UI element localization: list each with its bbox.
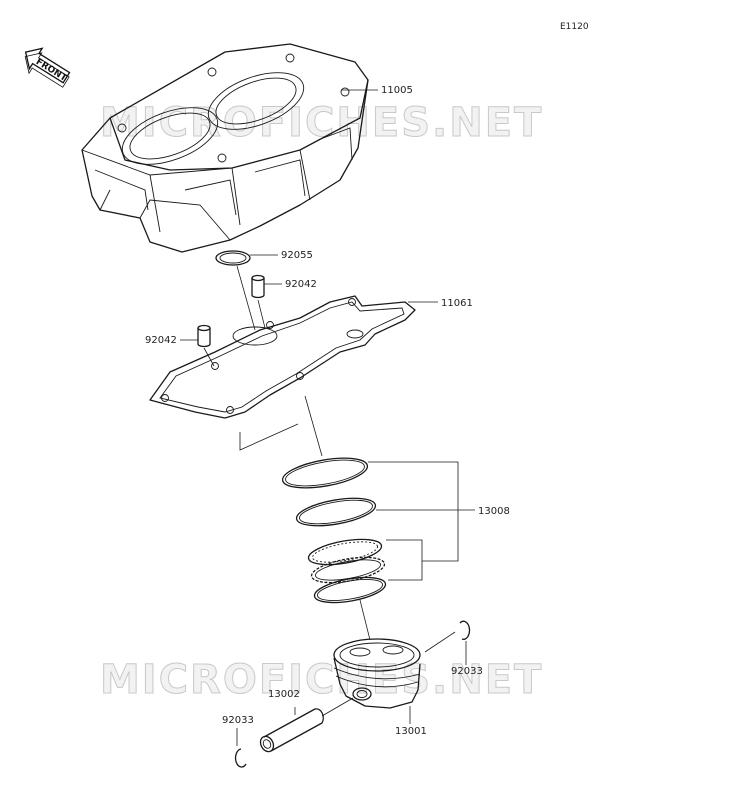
watermark-bottom: MICROFICHES.NET [100,657,543,703]
part-label-piston-pin-clip-left[interactable]: 92033 [222,715,254,726]
part-label-piston-pin[interactable]: 13002 [268,689,300,700]
piston-pin[interactable] [258,708,324,754]
part-label-dowel-pin-upper[interactable]: 92042 [285,279,317,290]
oil-ring-rail-upper[interactable] [307,535,384,570]
piston-ring-top[interactable] [280,453,369,494]
part-label-cylinder-gasket[interactable]: 11061 [441,298,473,309]
part-label-dowel-pin-left[interactable]: 92042 [145,335,177,346]
part-label-o-ring[interactable]: 92055 [281,250,313,261]
part-label-piston[interactable]: 13001 [395,726,427,737]
cylinder-block[interactable] [81,43,369,253]
leader-lines [180,89,475,746]
part-label-piston-ring-set[interactable]: 13008 [478,506,510,517]
diagram-code: E1120 [560,22,589,32]
cylinder-gasket[interactable] [149,295,416,419]
o-ring[interactable] [215,250,251,266]
dowel-pin-upper[interactable] [251,274,265,299]
part-label-cylinder[interactable]: 11005 [381,85,413,96]
front-arrow-icon: FRONT [24,47,71,88]
piston[interactable] [333,638,421,709]
dowel-pin-left[interactable] [197,324,211,348]
piston-pin-clip-right[interactable] [459,620,471,640]
watermark-top: MICROFICHES.NET [100,100,543,146]
piston-ring-second[interactable] [295,493,378,531]
oil-ring-expander[interactable] [310,553,387,588]
piston-pin-clip-left[interactable] [234,748,247,768]
part-label-piston-pin-clip-right[interactable]: 92033 [451,666,483,677]
oil-ring-rail-lower[interactable] [313,573,388,607]
